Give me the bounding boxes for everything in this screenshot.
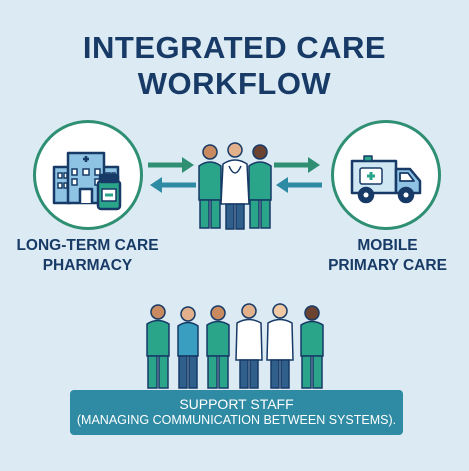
title-line-2: WORKFLOW — [137, 66, 332, 101]
hospital-pharmacy-icon — [52, 151, 122, 211]
pharmacy-node — [33, 120, 143, 230]
mobile-care-caption-line-1: MOBILE — [357, 237, 418, 254]
diagram-title: INTEGRATED CARE WORKFLOW — [0, 30, 469, 102]
ambulance-icon — [350, 155, 422, 204]
pharmacy-caption-line-2: PHARMACY — [42, 257, 133, 274]
mobile-care-caption: MOBILE PRIMARY CARE — [305, 236, 469, 276]
mobile-care-caption-line-2: PRIMARY CARE — [328, 257, 447, 274]
support-staff-description: (MANAGING COMMUNICATION BETWEEN SYSTEMS)… — [76, 413, 397, 427]
support-staff-illustration — [146, 303, 324, 389]
right-exchange-arrows-icon — [274, 157, 322, 193]
care-team-illustration — [198, 142, 272, 230]
title-line-1: INTEGRATED CARE — [82, 30, 387, 65]
pharmacy-caption-line-1: LONG-TERM CARE — [16, 237, 159, 254]
left-exchange-arrows-icon — [148, 157, 196, 193]
support-staff-title: SUPPORT STAFF — [179, 396, 294, 412]
support-staff-banner: SUPPORT STAFF (MANAGING COMMUNICATION BE… — [70, 390, 403, 435]
mobile-care-node — [331, 120, 441, 230]
pharmacy-caption: LONG-TERM CARE PHARMACY — [5, 236, 170, 276]
